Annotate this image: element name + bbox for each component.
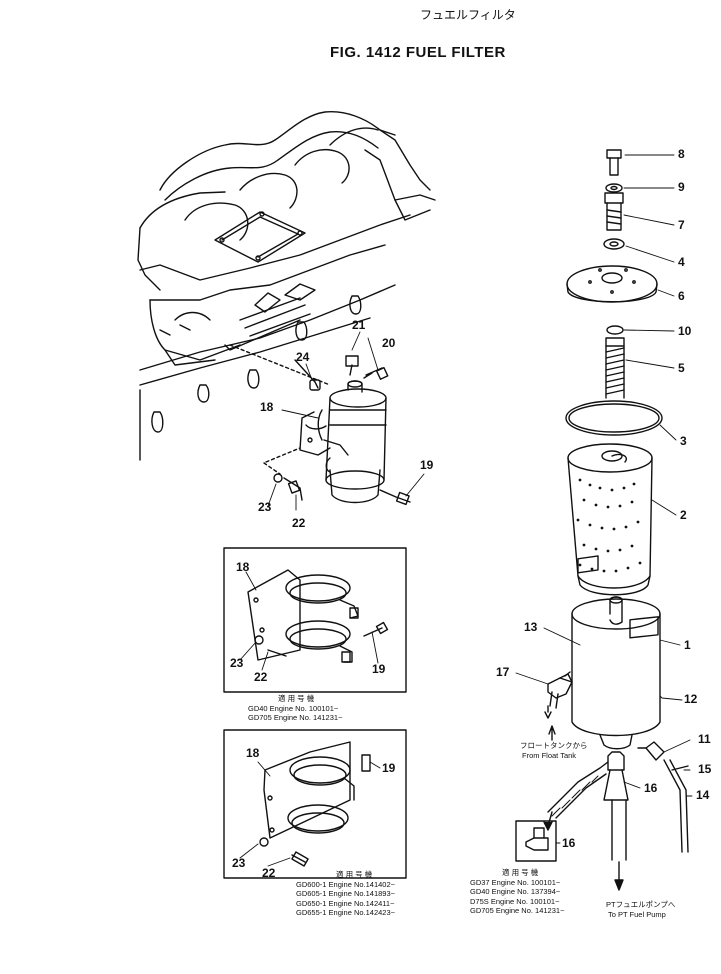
detail-box-1-drawing bbox=[223, 547, 407, 693]
box1-callout-18: 18 bbox=[236, 560, 250, 574]
callout-16: 16 bbox=[644, 781, 658, 795]
callout-16-inset: 16 bbox=[562, 836, 576, 850]
callout-2: 2 bbox=[680, 508, 687, 522]
callout-5: 5 bbox=[678, 361, 685, 375]
box2-callout-19: 19 bbox=[382, 761, 396, 775]
callout-19: 19 bbox=[420, 458, 434, 472]
right-line-2: GD40 Engine No. 137394~ bbox=[470, 887, 561, 897]
pump-note-jp: PTフュエルポンプへ bbox=[606, 900, 676, 909]
pump-note-en: To PT Fuel Pump bbox=[608, 910, 666, 919]
box2-line-2: GD605-1 Engine No.141893~ bbox=[296, 889, 396, 899]
callout-12: 12 bbox=[684, 692, 698, 706]
callout-23: 23 bbox=[258, 500, 272, 514]
callout-18: 18 bbox=[260, 400, 274, 414]
leader-lines bbox=[239, 154, 693, 867]
callout-17: 17 bbox=[496, 665, 510, 679]
callout-8: 8 bbox=[678, 147, 685, 161]
callout-1: 1 bbox=[684, 638, 691, 652]
callout-11: 11 bbox=[698, 732, 711, 746]
box2-applicability-header: 適 用 号 機 bbox=[336, 870, 373, 879]
box2-line-1: GD600-1 Engine No.141402~ bbox=[296, 879, 396, 889]
callout-7: 7 bbox=[678, 218, 685, 232]
figure-title: FIG. 1412 FUEL FILTER bbox=[330, 44, 506, 61]
label-13 bbox=[577, 555, 599, 574]
right-applicability-header: 適 用 号 機 bbox=[502, 868, 539, 877]
label-12 bbox=[629, 616, 659, 639]
box1-callout-19: 19 bbox=[372, 662, 386, 676]
callout-21: 21 bbox=[352, 318, 366, 332]
callout-22: 22 bbox=[292, 516, 306, 530]
engine-block-drawing bbox=[137, 111, 436, 461]
box2-applicability: 適 用 号 機 GD600-1 Engine No.141402~ GD605-… bbox=[296, 870, 395, 918]
box2-callout-23: 23 bbox=[232, 856, 246, 870]
box1-line-1: GD40 Engine No. 100101~ bbox=[248, 703, 339, 713]
box1-callout-23: 23 bbox=[230, 656, 244, 670]
callout-24: 24 bbox=[296, 350, 310, 364]
callout-10: 10 bbox=[678, 324, 692, 338]
right-line-4: GD705 Engine No. 141231~ bbox=[470, 906, 565, 916]
callout-15: 15 bbox=[698, 762, 712, 776]
box2-callout-22: 22 bbox=[262, 866, 276, 880]
box1-applicability-header: 適 用 号 機 bbox=[278, 694, 315, 703]
callout-14: 14 bbox=[696, 788, 710, 802]
right-applicability: 適 用 号 機 GD37 Engine No. 100101~ GD40 Eng… bbox=[470, 868, 564, 916]
box1-applicability: 適 用 号 機 GD40 Engine No. 100101~ GD705 En… bbox=[248, 694, 342, 723]
exploded-filter-drawing bbox=[515, 149, 689, 891]
float-tank-note-en: From Float Tank bbox=[522, 751, 577, 760]
element-perforation-pattern bbox=[576, 478, 642, 573]
callout-3: 3 bbox=[680, 434, 687, 448]
title-japanese: フュエルフィルタ bbox=[420, 8, 516, 22]
detail-box-2-drawing bbox=[223, 729, 407, 879]
box2-line-4: GD655-1 Engine No.142423~ bbox=[296, 908, 396, 918]
float-tank-note-jp: フロートタンクから bbox=[520, 741, 588, 750]
callout-6: 6 bbox=[678, 289, 685, 303]
callout-20: 20 bbox=[382, 336, 396, 350]
right-line-1: GD37 Engine No. 100101~ bbox=[470, 877, 561, 887]
callout-13: 13 bbox=[524, 620, 538, 634]
box1-callout-22: 22 bbox=[254, 670, 268, 684]
callout-9: 9 bbox=[678, 180, 685, 194]
box1-line-2: GD705 Engine No. 141231~ bbox=[248, 713, 343, 723]
right-line-3: D75S Engine No. 100101~ bbox=[470, 896, 560, 906]
box2-callout-18: 18 bbox=[246, 746, 260, 760]
assembled-filter-drawing bbox=[263, 355, 411, 506]
callout-4: 4 bbox=[678, 255, 685, 269]
box2-line-3: GD650-1 Engine No.142411~ bbox=[296, 898, 395, 908]
